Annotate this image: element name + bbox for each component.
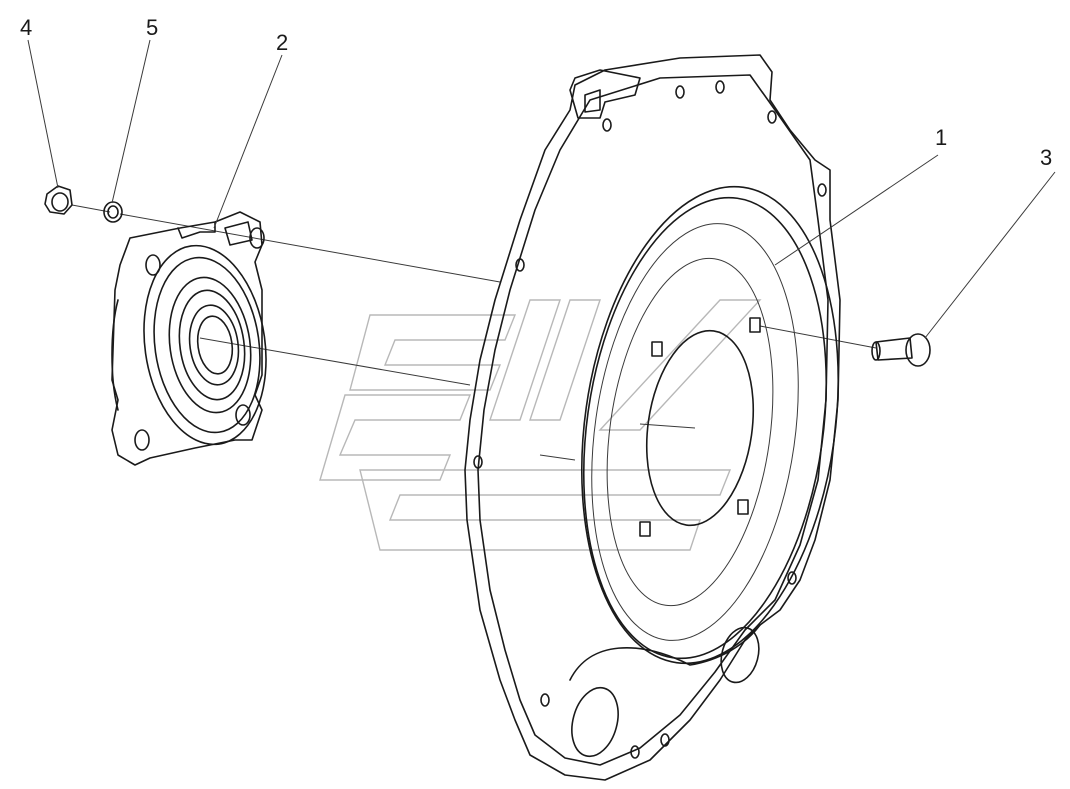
callout-leaders <box>27 39 1056 339</box>
part-3-pin <box>871 333 931 367</box>
callout-2: 2 <box>276 30 288 55</box>
callout-5: 5 <box>146 15 158 40</box>
part-2-bearing-housing <box>111 211 267 466</box>
callout-3: 3 <box>1040 145 1052 170</box>
part-1-cover-plate <box>464 54 841 781</box>
callout-labels: 4 5 2 1 3 <box>20 15 1052 170</box>
watermark-logo <box>319 299 762 551</box>
part-4-nut <box>44 185 73 215</box>
callout-1: 1 <box>935 125 947 150</box>
callout-4: 4 <box>20 15 32 40</box>
part-5-washer <box>103 201 123 223</box>
